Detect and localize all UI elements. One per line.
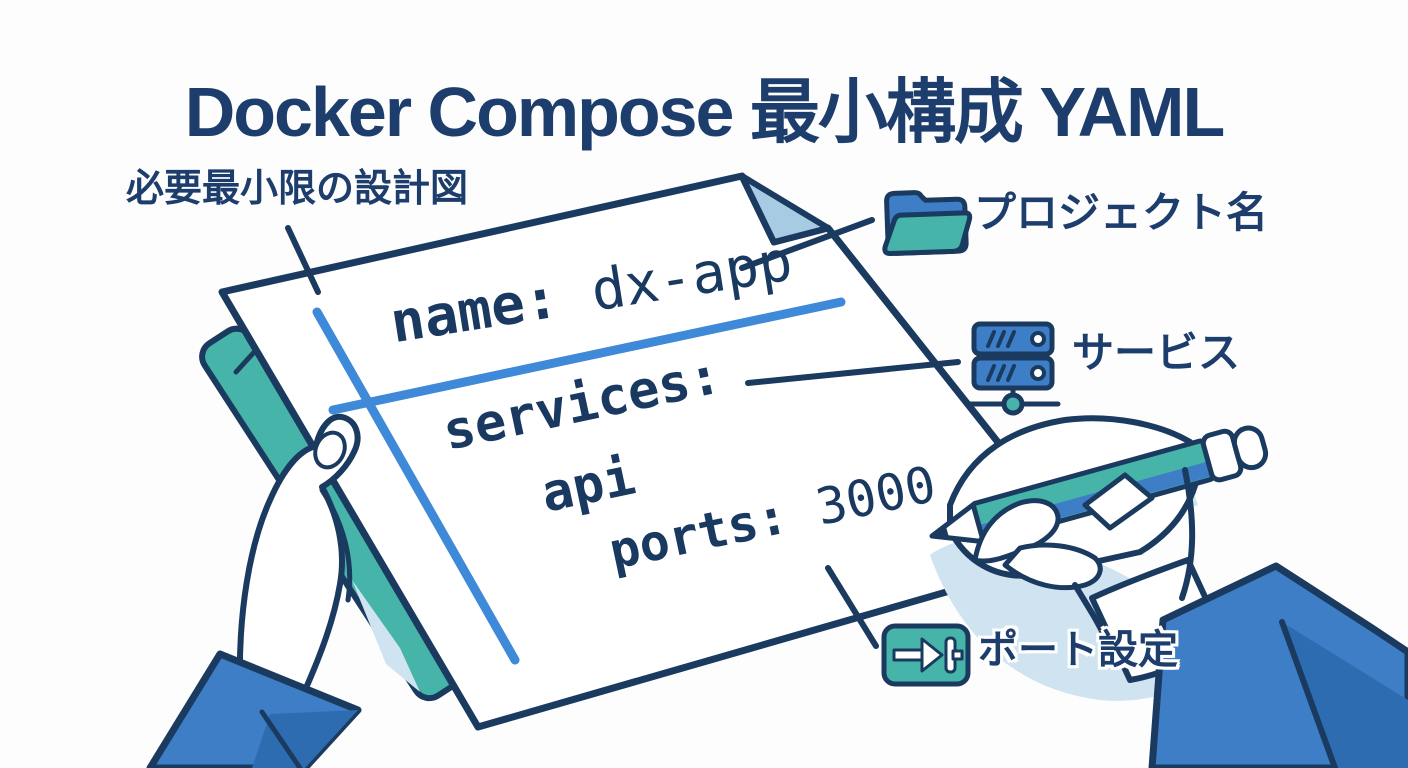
board-highlight: [352, 580, 420, 692]
paper-fold-corner: [739, 173, 831, 245]
port-mapping-icon: [881, 623, 971, 687]
blueprint-label: 必要最小限の設計図: [126, 168, 469, 210]
page-title: Docker Compose 最小構成 YAML: [184, 72, 1226, 151]
folder-icon: [882, 190, 973, 257]
service-connector-line: [745, 359, 961, 386]
right-hand-fingers: [972, 472, 1155, 591]
server-icon: [965, 321, 1061, 416]
right-sleeve: [1148, 562, 1408, 768]
pen-nib: [932, 524, 950, 539]
left-hand: [236, 413, 361, 710]
port-settings-label: ポート設定: [978, 628, 1178, 672]
service-label: サービス: [1072, 329, 1241, 376]
project-name-label: プロジェクト名: [974, 189, 1269, 236]
blueprint-connector-line: [285, 225, 321, 295]
thumbnail: [313, 430, 347, 470]
rule-line: [328, 297, 846, 415]
port-connector-line: [825, 565, 879, 649]
project-connector-line: [739, 217, 875, 271]
left-sleeve: [146, 650, 362, 768]
margin-line: [312, 307, 520, 665]
